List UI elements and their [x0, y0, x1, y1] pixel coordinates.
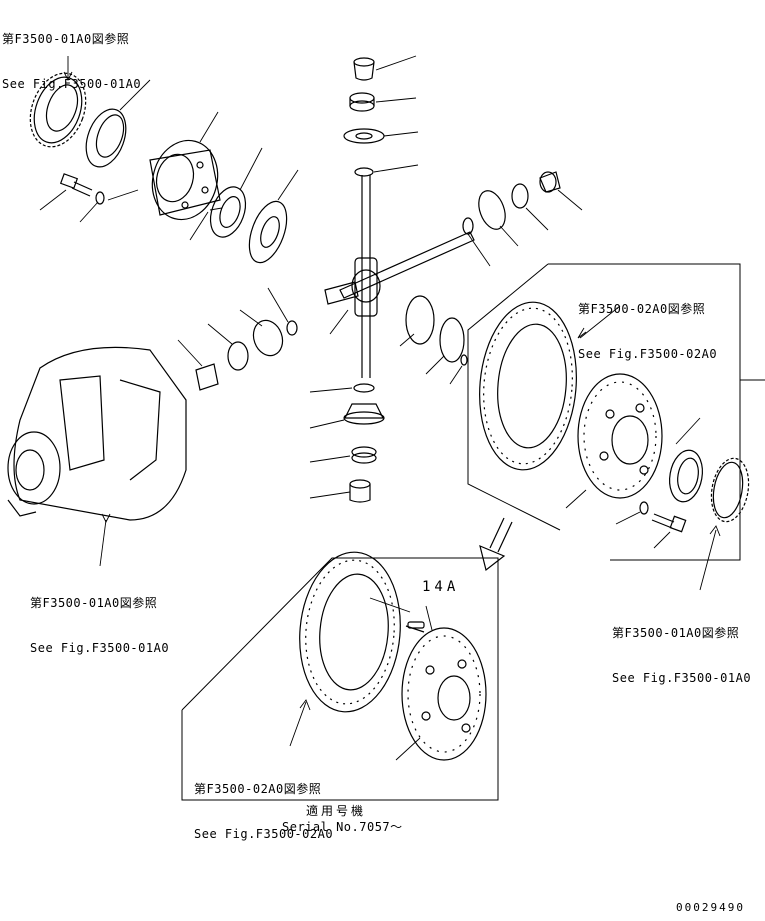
part-label-14a: 14A	[422, 579, 460, 595]
reference-left-middle-en: See Fig.F3500-01A0	[30, 641, 170, 655]
leader-lines-upper-left	[39, 56, 299, 241]
reference-panel-outline-upper	[467, 263, 765, 561]
bearing-cone-lower-right	[710, 457, 750, 523]
leader-lines-center-right	[329, 309, 463, 385]
pinion-gear-top	[349, 92, 375, 112]
leader-lines-inset	[289, 597, 433, 761]
reference-right-lower-en: See Fig.F3500-01A0	[612, 671, 752, 685]
pinion-bushing-bottom	[351, 446, 377, 464]
reference-top-left: 第F3500-01A0図参照 See Fig.F3500-01A0	[2, 2, 141, 107]
side-pinion-left	[195, 319, 298, 391]
reference-right-upper-en: See Fig.F3500-02A0	[578, 347, 718, 361]
leader-lines-top-stack	[373, 55, 419, 173]
differential-case-right	[577, 373, 663, 499]
reference-right-upper: 第F3500-02A0図参照 See Fig.F3500-02A0	[578, 272, 717, 377]
reference-left-middle: 第F3500-01A0図参照 See Fig.F3500-01A0	[30, 566, 169, 671]
reference-inset-bottom-en: See Fig.F3500-02A0	[194, 827, 334, 841]
applicability-jp: 適用号機	[306, 804, 367, 818]
washer-lower-right	[639, 501, 649, 515]
pin-14a	[405, 621, 425, 633]
side-gear-right	[405, 295, 468, 366]
side-pinion-right	[462, 171, 561, 235]
leader-lines-left-pinion	[177, 287, 289, 367]
reference-left-middle-jp: 第F3500-01A0図参照	[30, 596, 158, 610]
thrust-washer-left	[209, 186, 247, 238]
reference-right-upper-jp: 第F3500-02A0図参照	[578, 302, 706, 316]
washer-upper-left	[95, 191, 105, 205]
side-gear-left	[248, 200, 288, 264]
snap-ring-top	[354, 167, 374, 177]
differential-case-inset	[401, 627, 487, 761]
axle-housing	[7, 346, 187, 521]
bolt-lower-right	[651, 513, 687, 533]
arrow-to-inset	[479, 517, 513, 572]
leader-lines-bottom-stack	[309, 387, 353, 499]
reference-top-left-jp: 第F3500-01A0図参照	[2, 32, 130, 46]
applicability-serial: Serial No.7057〜	[282, 820, 403, 834]
reference-inset-bottom: 第F3500-02A0図参照 See Fig.F3500-02A0	[194, 752, 333, 857]
spider-cross-shaft	[324, 175, 475, 378]
snap-ring-bottom	[353, 383, 375, 393]
thrust-washer-top	[343, 128, 385, 144]
reference-top-left-en: See Fig.F3500-01A0	[2, 77, 142, 91]
bearing-cup-upper-left	[85, 108, 127, 168]
drawing-number: 00029490	[676, 901, 745, 914]
differential-case-left	[149, 139, 221, 221]
ring-gear-inset	[299, 551, 401, 713]
reference-right-lower: 第F3500-01A0図参照 See Fig.F3500-01A0	[612, 596, 751, 701]
bearing-cup-lower-right	[669, 449, 703, 503]
reference-right-lower-jp: 第F3500-01A0図参照	[612, 626, 740, 640]
leader-line-housing	[99, 513, 111, 567]
pinion-bushing-top	[353, 57, 375, 81]
leader-lines-right-panel	[565, 305, 721, 591]
inset-frame	[181, 557, 499, 801]
pinion-gear-bottom	[343, 403, 385, 425]
bolt-upper-left	[59, 173, 93, 197]
bushing-bottom	[349, 479, 371, 503]
reference-inset-bottom-jp: 第F3500-02A0図参照	[194, 782, 322, 796]
leader-lines-right-pinion	[467, 189, 583, 267]
ring-gear-upper	[479, 301, 577, 471]
